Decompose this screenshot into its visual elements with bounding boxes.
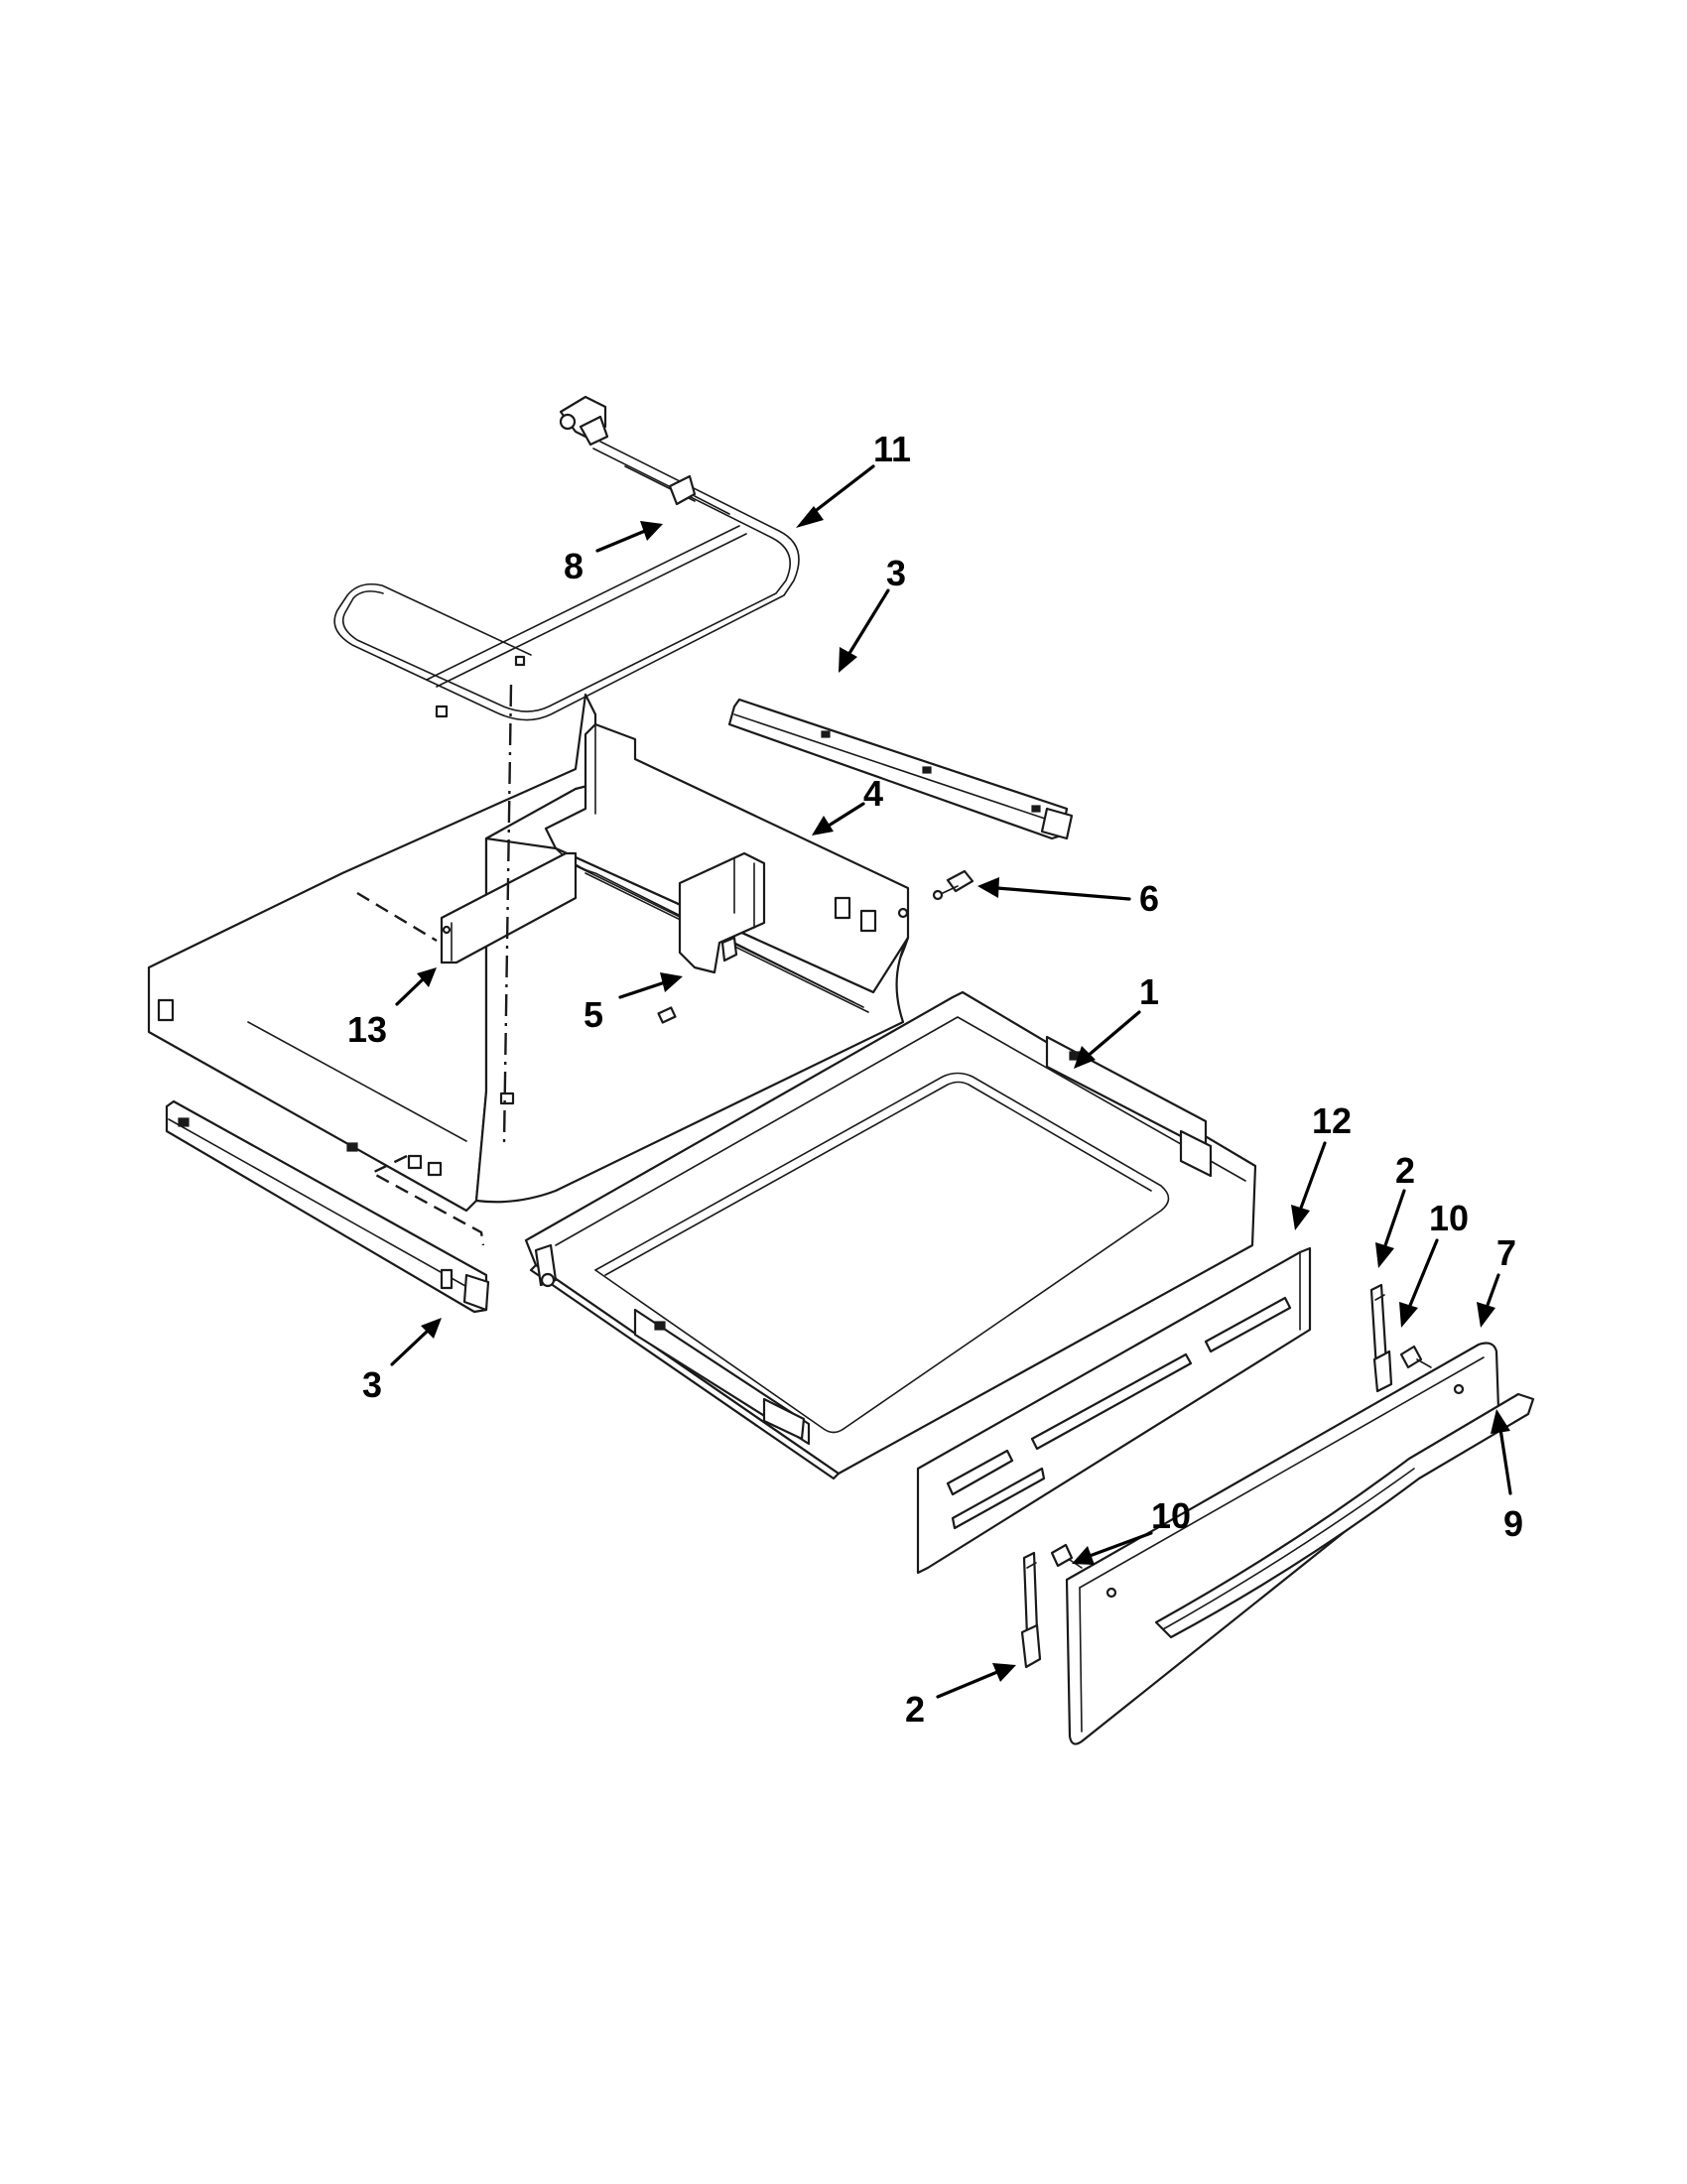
assembly-lines [356,684,513,1246]
callout-2-upper: 2 [1395,1150,1415,1191]
callout-6: 6 [1139,878,1159,919]
screw-6 [932,869,974,901]
front-panel [916,1246,1312,1575]
callout-3-lower: 3 [362,1364,382,1405]
center-bracket [678,851,766,974]
callout-12: 12 [1312,1100,1352,1141]
callout-7: 7 [1496,1232,1516,1273]
callout-1: 1 [1139,971,1159,1012]
hinge-bracket-upper [1369,1283,1393,1393]
heating-element [333,395,800,721]
screw-10-upper [1399,1345,1432,1369]
callout-labels: 11 8 3 4 6 1 13 5 12 2 10 7 3 9 10 2 [347,429,1523,1730]
callout-3-upper: 3 [886,553,906,593]
drawer-handle [1154,1392,1535,1639]
callout-8: 8 [564,546,584,586]
callout-9: 9 [1503,1503,1523,1544]
callout-5: 5 [584,994,603,1035]
callout-13: 13 [347,1009,387,1050]
drawer-slide-rail-lower [165,1099,490,1314]
drawer-slide-rail-upper [727,698,1074,840]
drawer-tray [524,990,1257,1480]
drawer-housing [147,693,910,1213]
screw-10-lower [1050,1543,1083,1569]
callout-10-lower: 10 [1151,1495,1191,1536]
callout-2-lower: 2 [905,1689,925,1730]
hinge-bracket-lower [1020,1551,1042,1669]
callout-10-upper: 10 [1429,1198,1469,1238]
leader-arrows [390,464,1512,1699]
callout-4: 4 [863,773,883,814]
callout-11: 11 [873,429,911,469]
